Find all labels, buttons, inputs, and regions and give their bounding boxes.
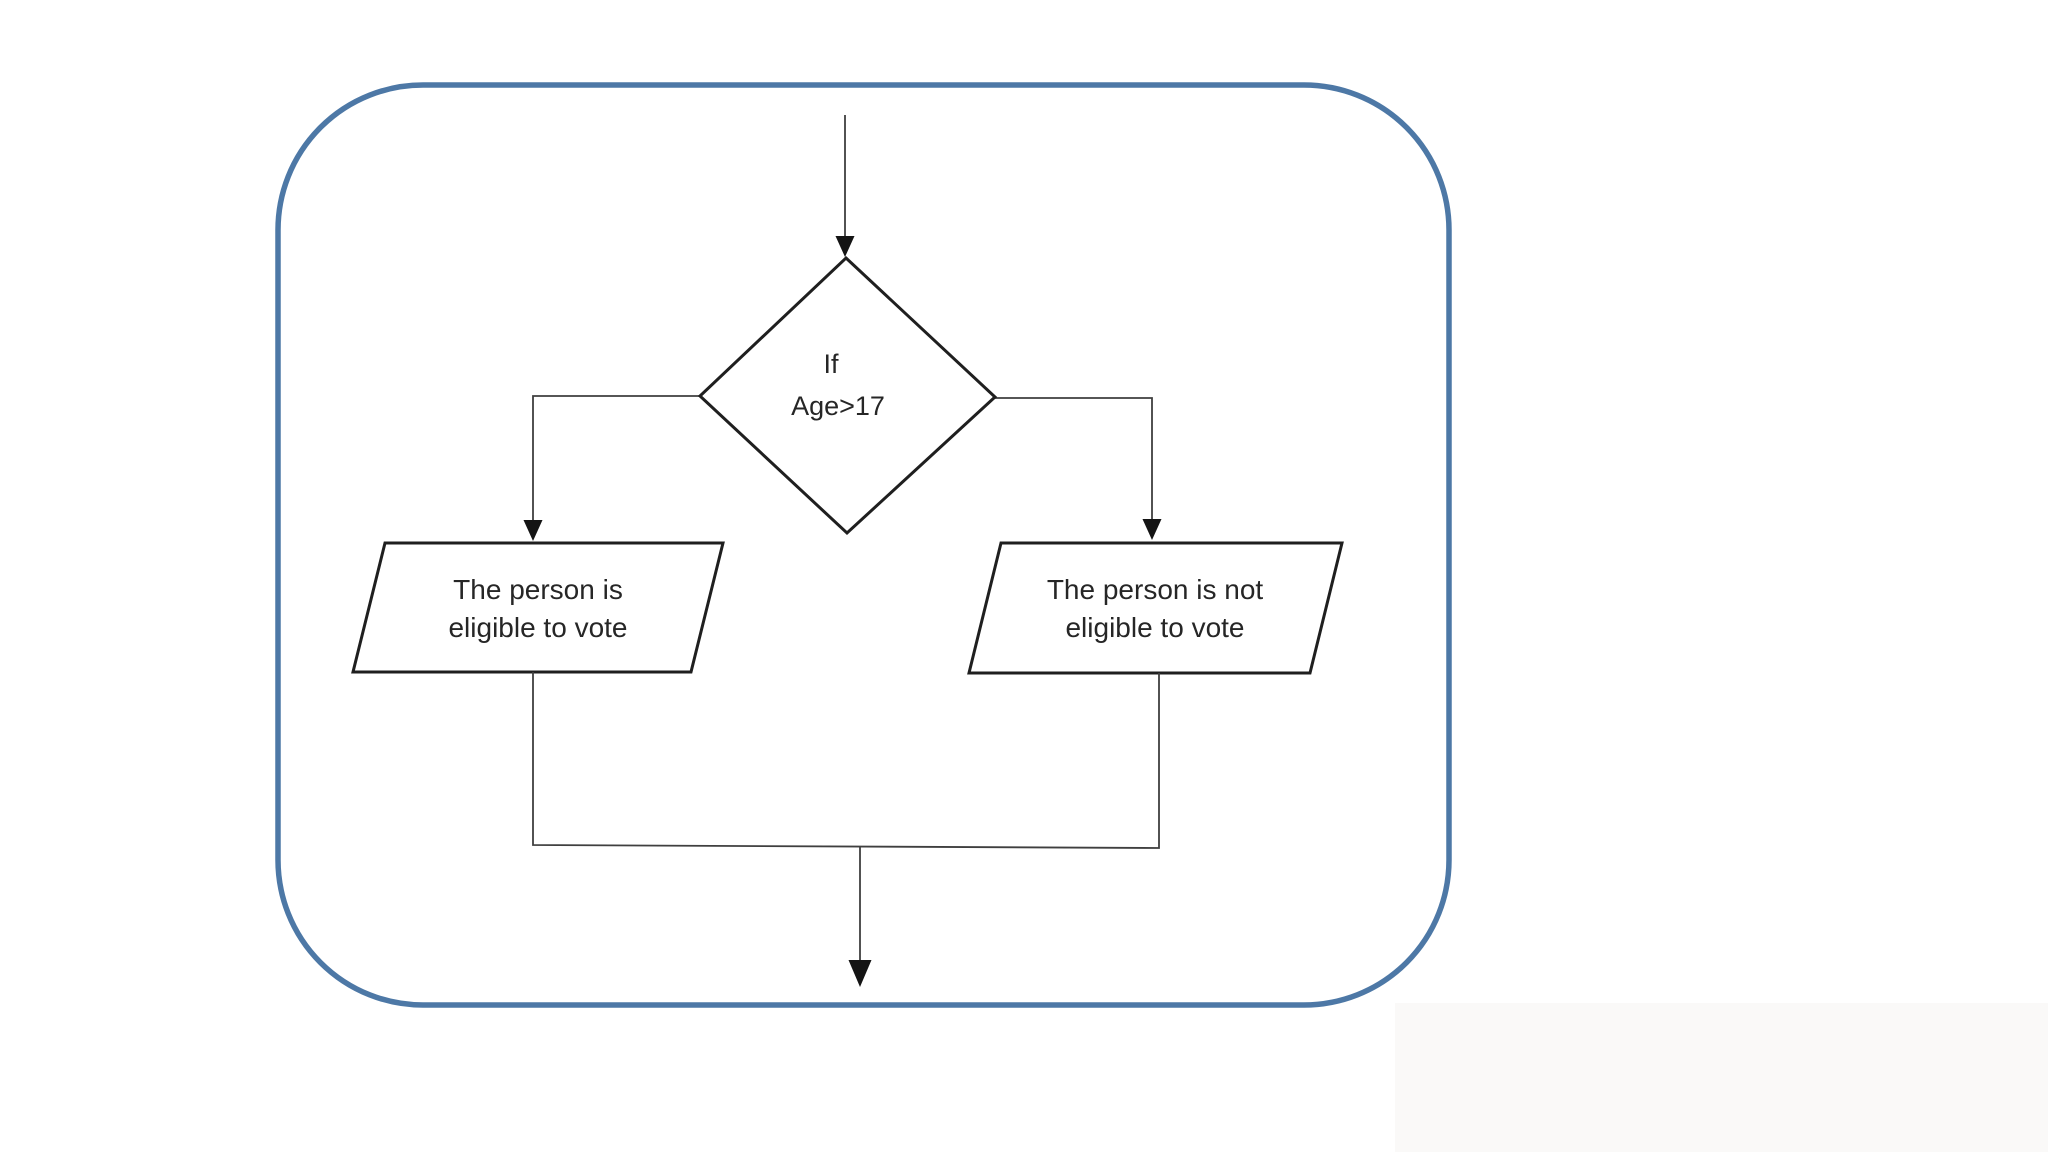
arrowhead-down-icon <box>1142 519 1162 540</box>
connector-line <box>995 397 1153 523</box>
connector-line <box>532 672 1160 849</box>
decision-diamond <box>697 255 998 536</box>
decision-text-line2: Age>17 <box>791 391 885 421</box>
output-right-text-line1: The person is not <box>1047 574 1264 605</box>
output-right-text-line2: eligible to vote <box>1065 612 1244 643</box>
connector-line <box>532 395 700 524</box>
output-left-text-line1: The person is <box>453 574 623 605</box>
slide-border-frame <box>275 82 1452 1008</box>
connector-start-to-decision <box>835 115 855 257</box>
output-right-node: The person is not eligible to vote <box>967 541 1344 675</box>
arrowhead-down-icon <box>848 960 872 987</box>
output-left-text-line2: eligible to vote <box>448 612 627 643</box>
decision-node: If Age>17 <box>697 255 998 536</box>
connector-merge-to-end <box>848 847 872 987</box>
arrowhead-down-icon <box>835 236 855 257</box>
connector-merge <box>532 672 1160 849</box>
output-right-parallelogram <box>967 541 1344 675</box>
corner-tint-region <box>1395 1003 2048 1152</box>
output-left-node: The person is eligible to vote <box>351 541 725 674</box>
decision-text-line1: If <box>823 349 839 379</box>
connector-decision-to-right-output <box>995 397 1162 540</box>
arrowhead-down-icon <box>523 520 543 541</box>
output-left-parallelogram <box>351 541 725 674</box>
connector-decision-to-left-output <box>523 395 700 541</box>
